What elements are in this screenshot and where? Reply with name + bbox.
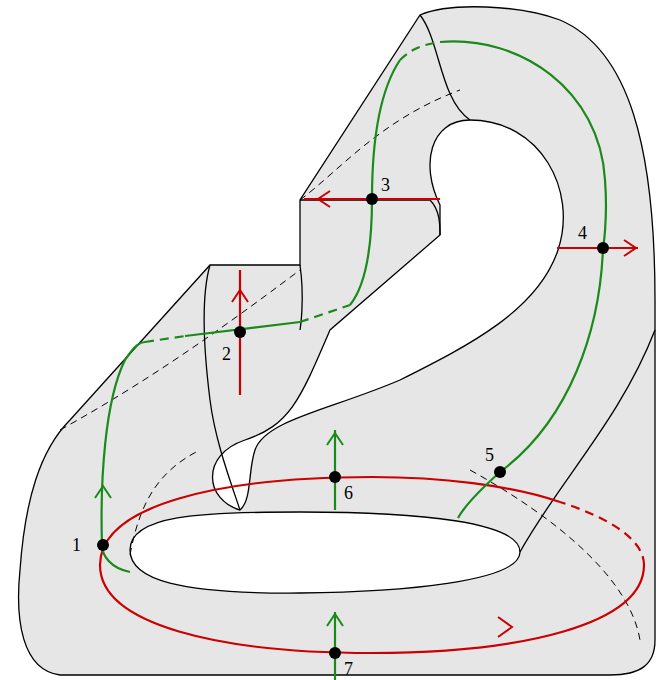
point-dot bbox=[329, 471, 341, 483]
point-dot bbox=[597, 242, 609, 254]
callout-number: 1 bbox=[72, 536, 81, 554]
callout-number: 5 bbox=[485, 446, 494, 464]
point-dot bbox=[366, 193, 378, 205]
green-segment bbox=[334, 612, 336, 680]
green-curve-hidden bbox=[300, 305, 350, 322]
green-arrowhead bbox=[95, 486, 111, 498]
red-curve bbox=[100, 477, 644, 653]
red-arrowhead bbox=[624, 240, 636, 256]
green-curve bbox=[350, 60, 400, 305]
callout-number: 7 bbox=[344, 660, 353, 678]
red-arrowhead bbox=[318, 191, 330, 207]
point-dot bbox=[329, 647, 341, 659]
band-edge bbox=[204, 265, 240, 510]
green-segment bbox=[334, 430, 336, 510]
surface-hole bbox=[213, 120, 564, 510]
callout-number: 6 bbox=[344, 484, 353, 502]
callout-number: 2 bbox=[222, 345, 231, 363]
point-dot bbox=[494, 466, 506, 478]
surface-body bbox=[19, 7, 655, 675]
point-dot bbox=[234, 326, 246, 338]
hidden-edge bbox=[60, 270, 300, 430]
red-curve-hidden bbox=[560, 502, 644, 565]
surface-hole bbox=[130, 512, 520, 593]
green-curve bbox=[102, 342, 145, 572]
band-edge bbox=[520, 330, 655, 552]
green-arrowhead bbox=[327, 614, 343, 626]
green-arrowhead bbox=[327, 433, 343, 445]
green-curve-hidden bbox=[145, 336, 185, 342]
green-curve bbox=[440, 41, 606, 518]
hidden-edge bbox=[470, 470, 640, 640]
callout-number: 4 bbox=[578, 224, 587, 242]
red-arrowhead bbox=[498, 617, 512, 637]
green-curve-hidden bbox=[400, 42, 440, 60]
point-dot bbox=[97, 539, 109, 551]
callout-number: 3 bbox=[381, 176, 390, 194]
red-arrowhead bbox=[232, 290, 248, 302]
